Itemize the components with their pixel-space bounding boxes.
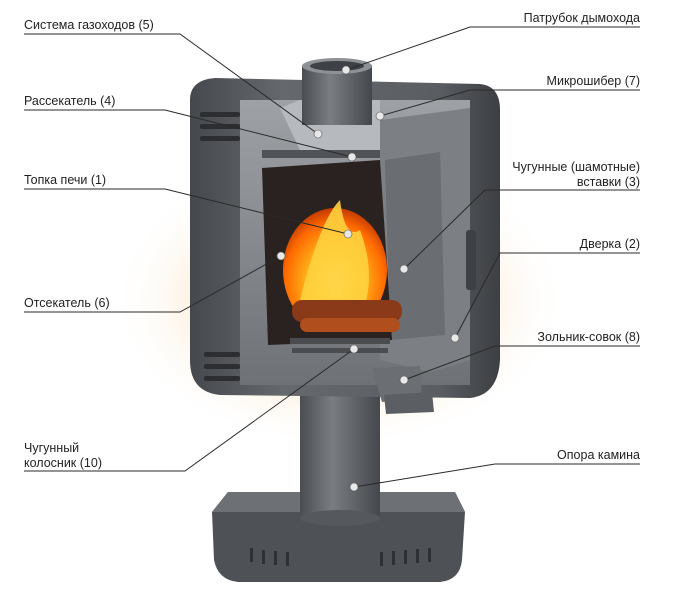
- label-flue-system: Система газоходов (5): [24, 18, 154, 32]
- label-inserts-line2: вставки (3): [576, 175, 640, 189]
- cutaway-interior: [240, 100, 476, 414]
- label-ash-pan: Зольник-совок (8): [537, 330, 640, 344]
- label-inserts-line1: Чугунные (шамотные): [512, 160, 640, 174]
- logs: [292, 300, 402, 322]
- callout-dots: [276, 65, 460, 492]
- label-inserts: Чугунные (шамотные) вставки (3): [512, 160, 640, 190]
- label-splitter: Рассекатель (4): [24, 94, 116, 108]
- grate: [290, 338, 390, 353]
- label-door: Дверка (2): [579, 237, 640, 251]
- label-chimney-pipe: Патрубок дымохода: [523, 11, 640, 25]
- stove-base: [212, 492, 465, 582]
- label-grate: Чугунный колосник (10): [24, 441, 102, 471]
- label-grate-line1: Чугунный: [24, 441, 80, 455]
- label-micro-damper: Микрошибер (7): [546, 74, 640, 88]
- support-column: [300, 378, 380, 518]
- label-firebox: Топка печи (1): [24, 173, 107, 187]
- leader-lines: [24, 26, 640, 488]
- chimney-pipe: [302, 58, 372, 125]
- label-grate-line2: колосник (10): [24, 456, 102, 470]
- label-support: Опора камина: [557, 448, 640, 462]
- label-cutoff: Отсекатель (6): [24, 296, 110, 310]
